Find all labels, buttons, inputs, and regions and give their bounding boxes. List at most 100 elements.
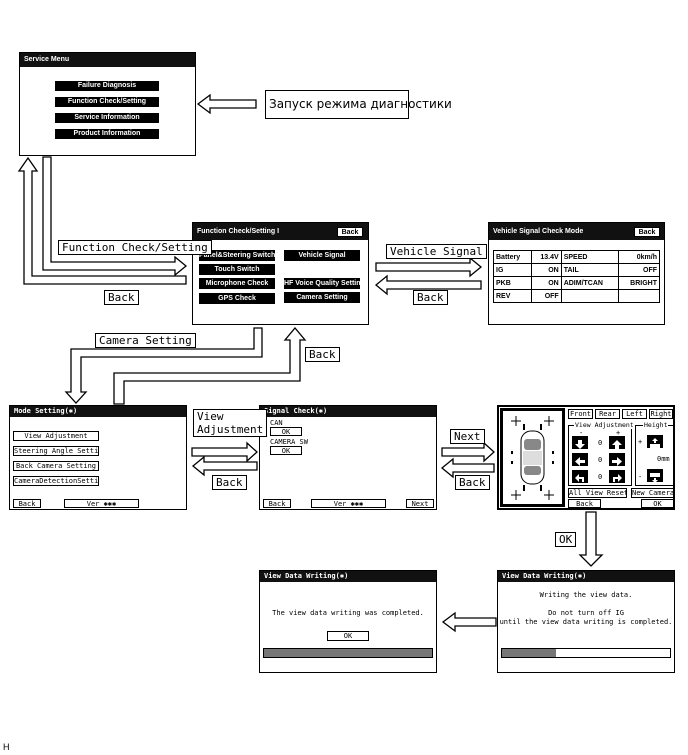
arrow-to-writing-done — [441, 611, 497, 633]
view-adjust-ok-button[interactable]: OK — [641, 499, 674, 508]
arrow-back-from-view-adjust — [440, 457, 495, 479]
tab-left[interactable]: Left — [622, 409, 647, 419]
mode-setting-back-button[interactable]: Back — [13, 499, 41, 508]
rotate-right-button[interactable] — [609, 470, 625, 483]
label-view-adjustment-line2: Adjustment — [197, 423, 264, 436]
writing-done-message: The view data writing was completed. — [272, 609, 424, 617]
label-view-adjustment-line1: View — [197, 410, 224, 423]
new-camera-button[interactable]: New Camera — [631, 488, 674, 498]
vehicle-signal-screen: Vehicle Signal Check Mode Back Battery 1… — [488, 222, 665, 325]
btn-back-camera-setting[interactable]: Back Camera Setting — [13, 461, 99, 471]
can-status: OK — [270, 427, 302, 436]
arrow-right-icon — [612, 457, 622, 466]
signal-name: IG — [493, 263, 532, 277]
right-arrow-button[interactable] — [609, 453, 625, 466]
signal-name: Battery — [493, 250, 532, 264]
writing-progress-line3: until the view data writing is completed… — [499, 618, 673, 626]
signal-check-back-button[interactable]: Back — [263, 499, 291, 508]
arrow-to-vehicle-signal — [375, 256, 483, 278]
rotate-cw-icon — [613, 474, 622, 482]
down-arrow-button[interactable] — [572, 436, 588, 449]
signal-value: ON — [530, 263, 562, 277]
signal-name: ADIM/TCAN — [560, 276, 619, 290]
vehicle-signal-back-button[interactable]: Back — [634, 227, 660, 237]
arrow-to-signal-check — [191, 441, 258, 463]
writing-done-ok-button[interactable]: OK — [327, 631, 369, 641]
btn-vehicle-signal[interactable]: Vehicle Signal — [284, 250, 360, 261]
btn-hf-voice-quality[interactable]: HF Voice Quality Setting — [284, 278, 360, 289]
tab-rear[interactable]: Rear — [595, 409, 620, 419]
value-zero-3: 0 — [598, 473, 603, 481]
signal-check-next-button[interactable]: Next — [406, 499, 434, 508]
view-adjust-back-button[interactable]: Back — [568, 499, 601, 508]
tab-right[interactable]: Right — [649, 409, 673, 419]
car-top-view-icon — [511, 416, 554, 500]
camera-down-icon — [650, 473, 660, 483]
menu-product-information[interactable]: Product Information — [55, 129, 159, 139]
table-row: Battery 13.4V SPEED 0km/h — [493, 250, 661, 264]
btn-microphone-check[interactable]: Microphone Check — [199, 278, 275, 289]
label-back-from-mode-setting: Back — [305, 347, 340, 362]
left-arrow-button[interactable] — [572, 453, 588, 466]
signal-value: 0km/h — [617, 250, 661, 264]
height-value: 0mm — [657, 455, 670, 463]
camera-up-icon — [650, 438, 660, 448]
menu-failure-diagnosis[interactable]: Failure Diagnosis — [55, 81, 159, 91]
arrow-to-writing — [578, 511, 604, 567]
arrow-diag-start — [196, 93, 257, 115]
table-row: REV OFF — [493, 289, 661, 303]
height-group-label: Height — [643, 421, 669, 429]
rotate-left-button[interactable] — [572, 470, 588, 483]
label-camera-setting: Camera Setting — [95, 333, 196, 348]
btn-panel-steering-switch[interactable]: Panel&Steering Switch — [199, 250, 275, 261]
can-label: CAN — [270, 419, 283, 427]
arrow-to-mode-setting — [64, 327, 263, 404]
minus-label: - — [579, 429, 584, 437]
view-adjust-screen: Front Rear Left Right View Adjustment - … — [497, 405, 675, 510]
camera-sw-label: CAMERA SW — [270, 438, 308, 446]
btn-camera-detection-setting[interactable]: CameraDetectionSetting — [13, 476, 99, 486]
label-back-from-signal-check: Back — [212, 475, 247, 490]
menu-service-information[interactable]: Service Information — [55, 113, 159, 123]
tab-front[interactable]: Front — [568, 409, 593, 419]
signal-value: 13.4V — [530, 250, 562, 264]
label-next: Next — [450, 429, 485, 444]
height-up-button[interactable] — [647, 435, 663, 448]
signal-value: ON — [530, 276, 562, 290]
btn-steering-angle-setting[interactable]: Steering Angle Setting — [13, 446, 99, 456]
arrow-back-to-service-menu — [17, 156, 187, 285]
signal-name: PKB — [493, 276, 532, 290]
up-arrow-button[interactable] — [609, 436, 625, 449]
label-function-check-setting: Function Check/Setting — [58, 240, 212, 255]
label-back-to-service-menu: Back — [104, 290, 139, 305]
btn-view-adjustment[interactable]: View Adjustment — [13, 431, 99, 441]
arrow-to-function-check — [42, 156, 188, 277]
camera-sw-status: OK — [270, 446, 302, 455]
btn-gps-check[interactable]: GPS Check — [199, 293, 275, 304]
writing-progress-title: View Data Writing(✱) — [498, 571, 674, 582]
vehicle-signal-title: Vehicle Signal Check Mode — [489, 223, 664, 240]
label-view-adjustment: View Adjustment — [193, 409, 268, 437]
value-zero-1: 0 — [598, 439, 603, 447]
label-ok: OK — [555, 532, 577, 547]
plus-label: + — [616, 429, 621, 437]
label-vehicle-signal: Vehicle Signal — [386, 244, 487, 259]
btn-touch-switch[interactable]: Touch Switch — [199, 264, 275, 275]
footer-mark: H — [3, 742, 10, 752]
signal-value: OFF — [530, 289, 562, 303]
arrow-left-icon — [575, 457, 585, 466]
height-down-button[interactable] — [647, 469, 663, 483]
writing-progress-line2: Do not turn off IG — [548, 609, 624, 617]
all-view-reset-button[interactable]: All View Reset — [568, 488, 627, 498]
height-plus-label: + — [638, 438, 643, 446]
arrow-back-from-signal-check — [191, 455, 258, 477]
btn-camera-setting[interactable]: Camera Setting — [284, 292, 360, 303]
function-check-title: Function Check/Setting I — [193, 223, 368, 240]
menu-function-check-setting[interactable]: Function Check/Setting — [55, 97, 159, 107]
function-check-back-button[interactable]: Back — [337, 227, 363, 237]
arrow-back-from-mode-setting — [113, 326, 307, 405]
writing-done-title: View Data Writing(✱) — [260, 571, 436, 582]
writing-done-screen: View Data Writing(✱) The view data writi… — [259, 570, 437, 673]
writing-progress-fill — [502, 649, 556, 657]
